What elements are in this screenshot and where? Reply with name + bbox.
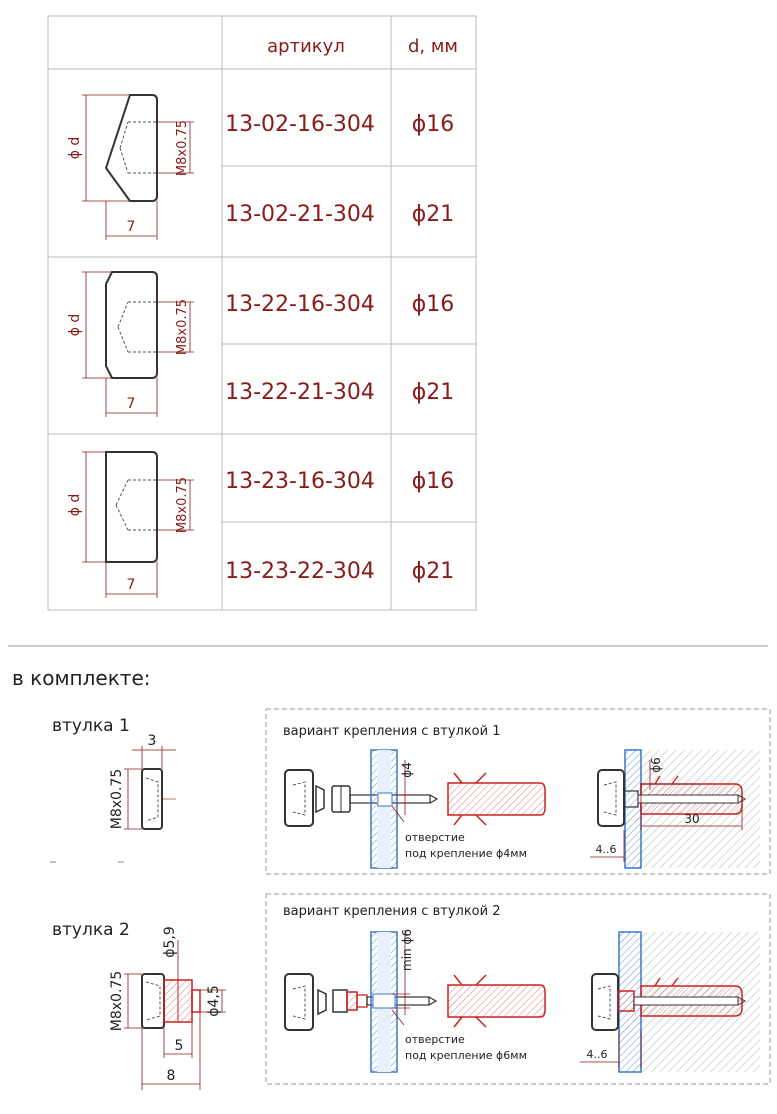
table-row-diameter: ϕ21 [412, 380, 455, 405]
dim-thread-label: M8x0.75 [175, 299, 190, 355]
table-row-diameter: ϕ21 [412, 559, 455, 584]
variant1-frame [265, 708, 771, 875]
bushing1-dim-top: 3 [148, 733, 157, 749]
variant2-exploded-view [284, 930, 546, 1073]
dim-diameter-label: ϕ d [67, 137, 83, 160]
table-row-diameter: ϕ16 [412, 469, 455, 494]
variant2-assembled-view [580, 931, 760, 1073]
bushing2-dim-inner: 5 [175, 1038, 184, 1054]
drawing-flat-cap [82, 451, 194, 598]
header-diameter: d, мм [408, 36, 458, 57]
variant2-note-line1: отверстие [405, 1033, 465, 1046]
variant2-note-line2: под крепление ϕ6мм [405, 1049, 527, 1062]
table-row-article: 13-23-16-304 [225, 469, 375, 494]
bushing2-dim-d1: ϕ5,9 [162, 926, 178, 958]
table-row-diameter: ϕ21 [412, 202, 455, 227]
variant1-note-line1: отверстие [405, 831, 465, 844]
dim-length-label: 7 [127, 396, 136, 412]
bushing2-dim-total: 8 [167, 1068, 176, 1084]
variant2-frame [265, 893, 771, 1085]
variant2-title: вариант крепления с втулкой 2 [283, 904, 500, 919]
variant1-dim-phi6: ϕ6 [649, 757, 663, 773]
dim-length-label: 7 [127, 219, 136, 235]
variant1-assembled-view [590, 749, 760, 869]
variant1-title: вариант крепления с втулкой 1 [283, 724, 500, 739]
article-table [47, 15, 477, 611]
table-row-article: 13-23-22-304 [225, 559, 375, 584]
drawing-chamfer-cap [82, 271, 194, 417]
bushing2-drawing [124, 940, 226, 1090]
dim-diameter-label: ϕ d [67, 314, 83, 337]
bushing1-title: втулка 1 [52, 716, 130, 736]
drawing-cone-cap [82, 94, 194, 240]
bushing2-title: втулка 2 [52, 920, 130, 940]
bushing1-dim-thread: M8x0.75 [109, 769, 125, 829]
table-row-article: 13-22-21-304 [225, 380, 375, 405]
bushing1-drawing [50, 746, 176, 863]
variant2-hole-dim: min ϕ6 [400, 929, 414, 971]
variant1-note-line2: под крепление ϕ4мм [405, 847, 527, 860]
variant2-dim-gap: 4..6 [587, 1048, 608, 1061]
table-cells: 13-02-16-304 ϕ16 13-02-21-304 ϕ21 13-22-… [225, 112, 454, 584]
variant1-exploded-view [284, 749, 546, 869]
bushing2-dim-d2: ϕ4,5 [206, 985, 222, 1017]
table-row-diameter: ϕ16 [412, 112, 455, 137]
dim-diameter-label: ϕ d [67, 494, 83, 517]
kit-heading: в комплекте: [12, 666, 151, 690]
header-article: артикул [267, 36, 345, 57]
dim-length-label: 7 [127, 577, 136, 593]
variant1-dim-30: 30 [684, 812, 699, 826]
table-row-diameter: ϕ16 [412, 292, 455, 317]
dim-thread-label: M8x0.75 [175, 477, 190, 533]
table-row-article: 13-02-16-304 [225, 112, 375, 137]
variant1-hole-dim: ϕ4 [400, 762, 414, 778]
dim-thread-label: M8x0.75 [175, 120, 190, 176]
table-row-article: 13-22-16-304 [225, 292, 375, 317]
bushing2-dim-thread: M8x0.75 [109, 971, 125, 1031]
variant1-dim-gap: 4..6 [596, 843, 617, 856]
table-row-article: 13-02-21-304 [225, 202, 375, 227]
